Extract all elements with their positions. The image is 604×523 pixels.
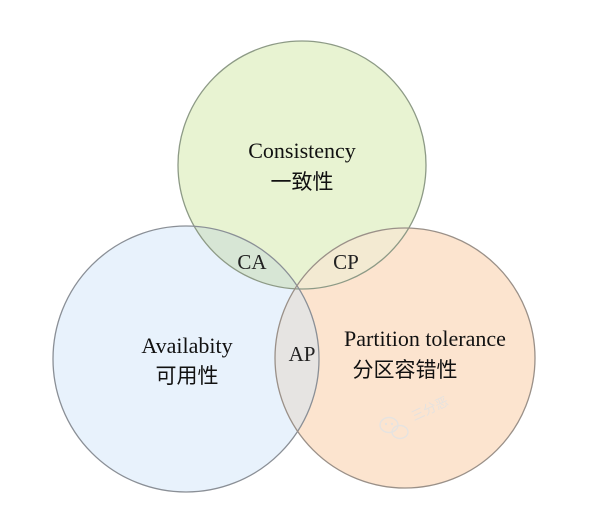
partition-circle xyxy=(275,228,535,488)
availability-outline xyxy=(52,225,320,493)
cp-label: CP xyxy=(333,250,359,274)
ca-label: CA xyxy=(237,250,267,274)
partition-subtitle: 分区容错性 xyxy=(353,358,458,382)
wechat-icon xyxy=(379,416,409,440)
availability-title: Availabity xyxy=(141,333,232,358)
consistency-circle xyxy=(178,41,426,289)
consistency-subtitle: 一致性 xyxy=(271,170,334,194)
partition-title: Partition tolerance xyxy=(344,326,506,351)
availability-subtitle: 可用性 xyxy=(156,364,219,388)
consistency-title: Consistency xyxy=(248,138,356,163)
consistency-outline xyxy=(177,40,427,290)
availability-circle xyxy=(53,226,319,492)
ap-label: AP xyxy=(289,342,316,366)
partition-outline xyxy=(274,227,536,489)
